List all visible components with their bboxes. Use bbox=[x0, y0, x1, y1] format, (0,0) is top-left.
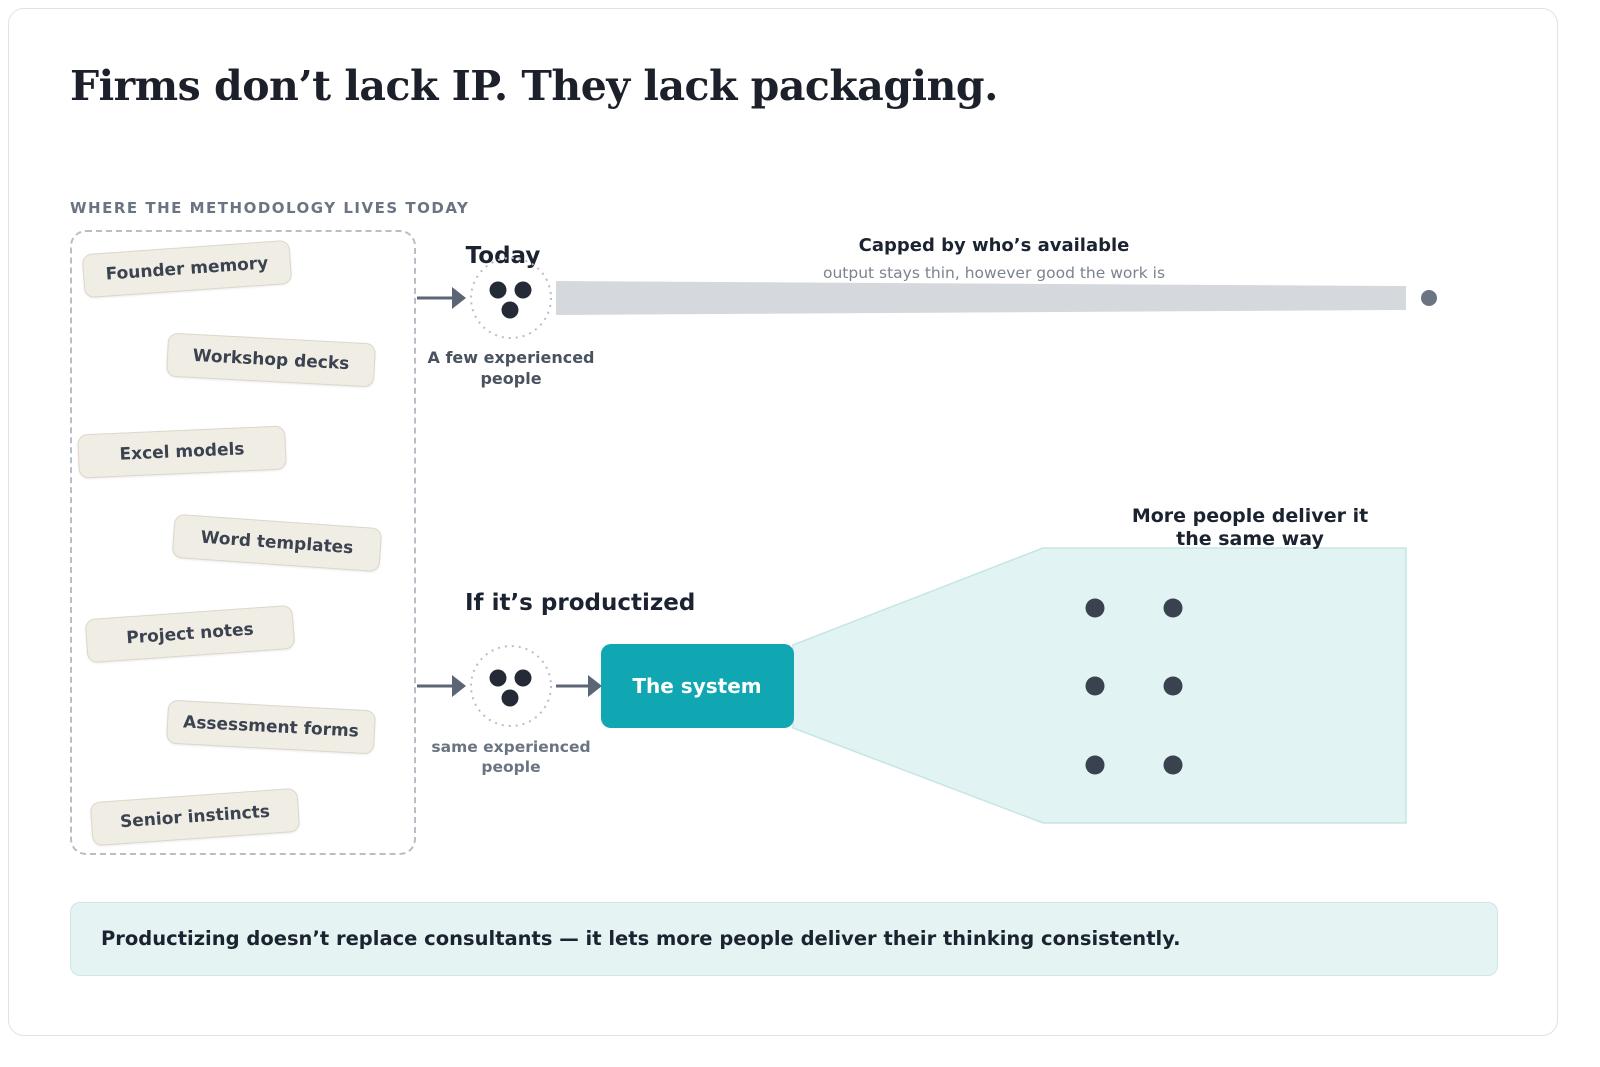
person-dot bbox=[514, 669, 532, 687]
section-label: WHERE THE METHODOLOGY LIVES TODAY bbox=[70, 199, 470, 217]
today-people-label-line2: people bbox=[480, 369, 541, 388]
takeaway-text: Productizing doesn’t replace consultants… bbox=[101, 927, 1181, 950]
person-dot bbox=[1163, 598, 1183, 618]
productized-arrow-to-system bbox=[556, 675, 602, 697]
person-dot bbox=[1163, 676, 1183, 696]
person-dot bbox=[489, 669, 507, 687]
today-people-label-line1: A few experienced bbox=[428, 348, 595, 367]
productized-people-label-line2: people bbox=[481, 758, 540, 776]
methodology-sources-box bbox=[70, 230, 416, 855]
today-arrow bbox=[417, 287, 466, 309]
outcome-label-line2: the same way bbox=[1176, 528, 1324, 550]
thin-output-bar bbox=[556, 281, 1406, 315]
person-dot bbox=[1085, 755, 1105, 775]
system-label: The system bbox=[632, 674, 761, 698]
page-title: Firms don’t lack IP. They lack packaging… bbox=[70, 62, 998, 110]
productized-people-dots bbox=[489, 669, 532, 707]
person-dot bbox=[1085, 598, 1105, 618]
person-dot bbox=[501, 301, 519, 319]
thin-output-end-dot bbox=[1421, 290, 1437, 306]
productized-people-label-line1: same experienced bbox=[431, 738, 590, 756]
person-dot bbox=[514, 281, 532, 299]
takeaway-banner: Productizing doesn’t replace consultants… bbox=[70, 902, 1498, 976]
person-dot bbox=[1163, 755, 1183, 775]
person-dot bbox=[1085, 676, 1105, 696]
system-box bbox=[601, 644, 794, 728]
today-heading: Today bbox=[466, 243, 541, 269]
productized-heading: If it’s productized bbox=[465, 590, 695, 616]
capped-subtitle: output stays thin, however good the work… bbox=[823, 264, 1165, 282]
today-people-group bbox=[470, 257, 552, 339]
delivery-people-dots bbox=[1085, 598, 1183, 775]
outcome-label-line1: More people deliver it bbox=[1132, 505, 1368, 527]
person-dot bbox=[489, 281, 507, 299]
today-people-dots bbox=[489, 281, 532, 319]
capped-title: Capped by who’s available bbox=[859, 235, 1130, 256]
person-dot bbox=[501, 689, 519, 707]
productized-arrow-in bbox=[417, 675, 466, 697]
productized-people-group bbox=[470, 645, 552, 727]
